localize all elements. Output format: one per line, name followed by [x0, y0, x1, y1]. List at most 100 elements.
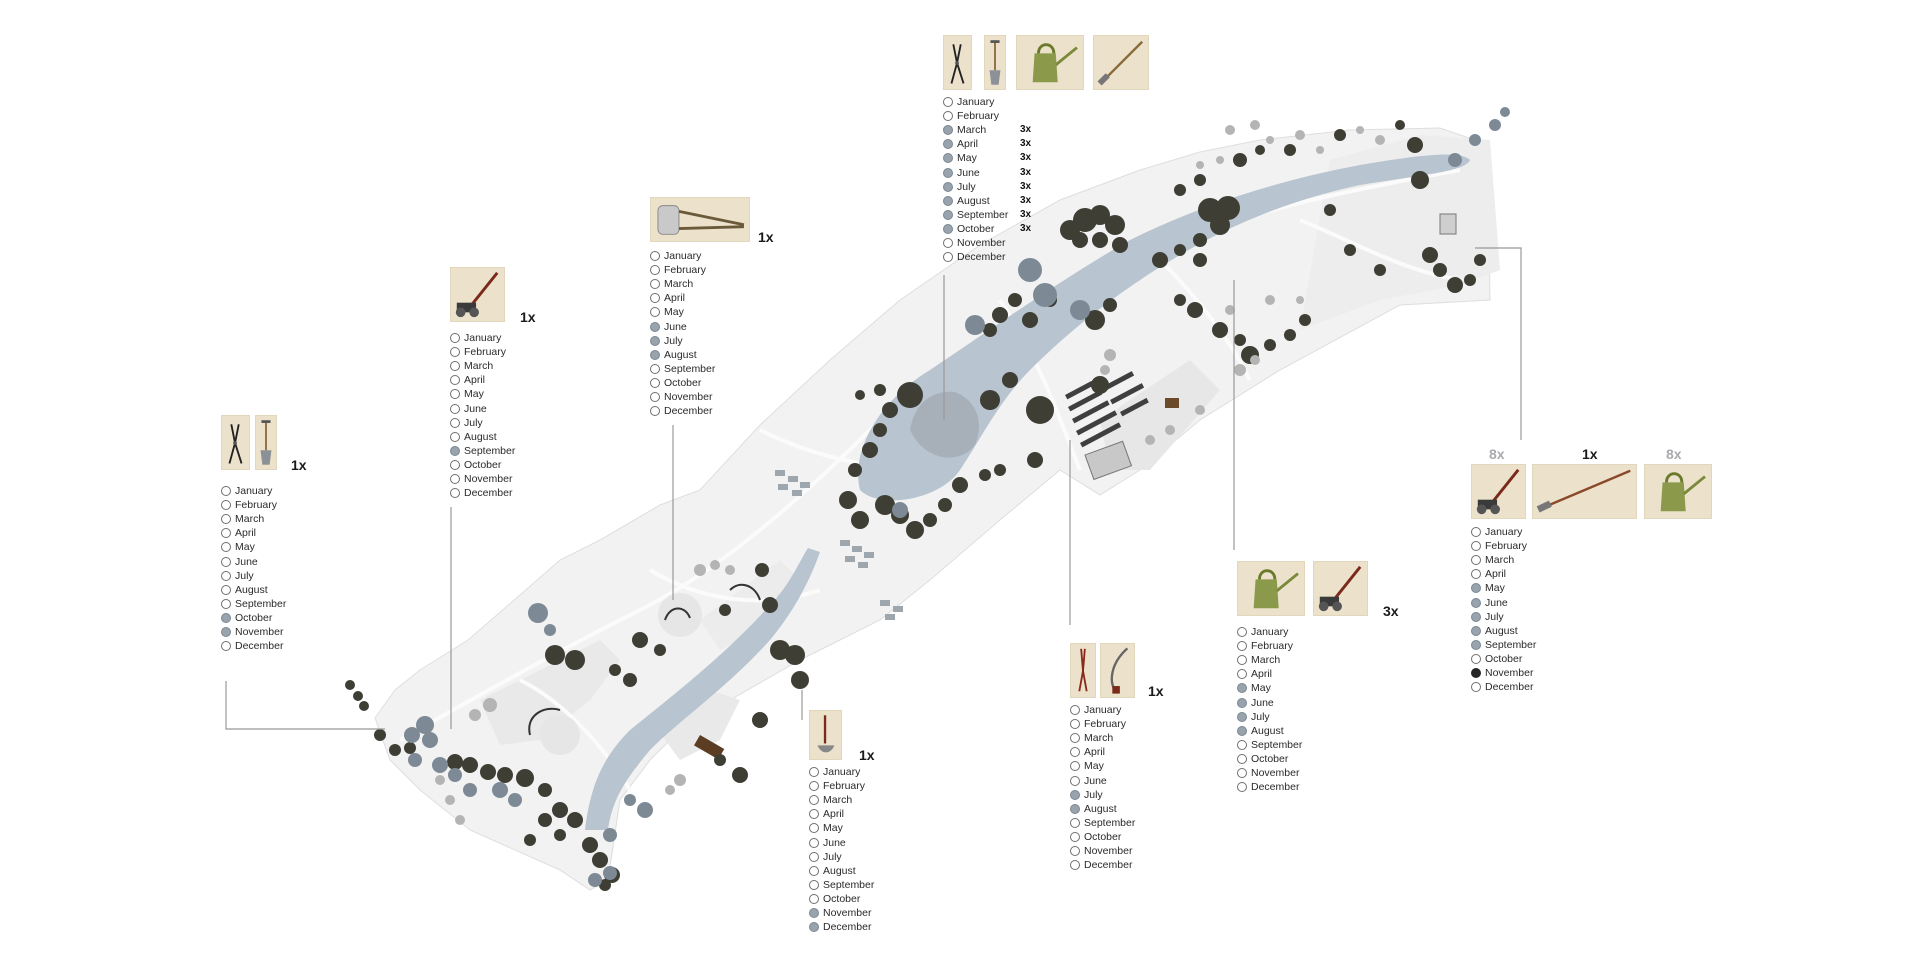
month-frequency-label: 3x — [1020, 180, 1032, 192]
month-item: May — [943, 151, 1063, 165]
frequency-label: 1x — [291, 457, 307, 473]
month-status-dot — [809, 823, 819, 834]
month-item: November — [1237, 766, 1357, 780]
month-item: March — [1471, 553, 1591, 567]
lawn-mower-icon — [455, 271, 499, 318]
month-item: April — [650, 291, 770, 305]
month-item: December — [450, 486, 570, 500]
month-frequency-label: 3x — [1020, 124, 1032, 136]
month-label: April — [1084, 746, 1106, 759]
month-item: February — [450, 345, 570, 359]
month-item: March — [650, 277, 770, 291]
month-status-dot — [943, 167, 953, 178]
month-status-dot — [943, 223, 953, 234]
month-label: January — [1084, 704, 1122, 717]
month-label: October — [1251, 752, 1289, 765]
month-item: February — [221, 498, 341, 512]
month-label: May — [957, 152, 977, 165]
tool-photo — [650, 197, 750, 242]
month-label: November — [235, 625, 284, 638]
month-item: March — [809, 793, 929, 807]
tool-photo — [943, 35, 972, 90]
spade-icon — [989, 40, 1001, 85]
month-status-dot — [221, 612, 231, 623]
month-label: July — [1084, 788, 1103, 801]
month-label: April — [957, 138, 979, 151]
tool-photo — [1100, 643, 1135, 698]
month-label: September — [823, 878, 875, 891]
frequency-label: 1x — [758, 229, 774, 245]
pruning-shears-icon — [950, 44, 965, 84]
month-status-dot — [809, 795, 819, 806]
frequency-label: 1x — [859, 747, 875, 763]
month-item: December — [943, 250, 1063, 264]
kiosk — [1439, 213, 1457, 235]
month-status-dot — [943, 209, 953, 220]
month-status-dot — [809, 922, 819, 933]
round-lawn — [540, 715, 580, 755]
month-item: July — [809, 850, 929, 864]
month-item: October — [1471, 652, 1591, 666]
month-item: December — [1070, 858, 1190, 872]
month-label: March — [235, 513, 265, 526]
month-label: April — [1251, 668, 1273, 681]
month-status-dot — [943, 139, 953, 150]
month-label: November — [957, 236, 1006, 249]
month-status-dot — [809, 809, 819, 820]
month-item: May — [221, 540, 341, 554]
month-label: June — [823, 836, 846, 849]
month-status-dot — [1070, 705, 1080, 716]
month-label: April — [823, 808, 845, 821]
month-item: October — [650, 376, 770, 390]
month-status-dot — [650, 406, 660, 417]
month-item: June — [650, 319, 770, 333]
month-item: May — [650, 305, 770, 319]
month-status-dot — [650, 391, 660, 402]
tool-photo — [255, 415, 277, 470]
tool-photo — [450, 267, 505, 322]
month-label: October — [464, 458, 502, 471]
tool-photo — [1471, 464, 1526, 519]
month-label: June — [957, 166, 980, 179]
month-item: July — [221, 569, 341, 583]
month-status-dot — [809, 893, 819, 904]
month-status-dot — [450, 333, 460, 344]
month-label: April — [464, 374, 486, 387]
month-label: June — [1251, 696, 1274, 709]
month-item: March — [221, 512, 341, 526]
month-status-dot — [1471, 569, 1481, 580]
month-label: February — [823, 780, 866, 793]
month-item: October — [1237, 752, 1357, 766]
month-status-dot — [809, 879, 819, 890]
month-label: November — [1485, 666, 1534, 679]
month-item: November — [221, 625, 341, 639]
month-item: October — [450, 458, 570, 472]
month-item: June — [809, 835, 929, 849]
tool-photo — [1644, 464, 1712, 519]
month-item: April — [450, 373, 570, 387]
month-status-dot — [943, 97, 953, 108]
month-label: July — [464, 416, 483, 429]
month-label: August — [1251, 724, 1284, 737]
month-label: September — [1084, 816, 1136, 829]
month-item: August — [809, 864, 929, 878]
month-status-dot — [1237, 739, 1247, 750]
month-item: July — [650, 334, 770, 348]
watering-can-icon — [1032, 43, 1078, 83]
month-status-dot — [1070, 860, 1080, 871]
month-label: September — [235, 597, 287, 610]
month-status-dot — [1070, 733, 1080, 744]
month-status-dot — [221, 626, 231, 637]
tool-photo — [1016, 35, 1084, 90]
month-status-dot — [650, 279, 660, 290]
month-label: May — [235, 541, 255, 554]
month-item: December — [1237, 780, 1357, 794]
month-label: May — [1485, 582, 1505, 595]
month-status-dot — [1237, 697, 1247, 708]
month-label: March — [1485, 554, 1515, 567]
month-status-dot — [221, 500, 231, 511]
tool-frequency-label: 8x — [1666, 446, 1682, 462]
